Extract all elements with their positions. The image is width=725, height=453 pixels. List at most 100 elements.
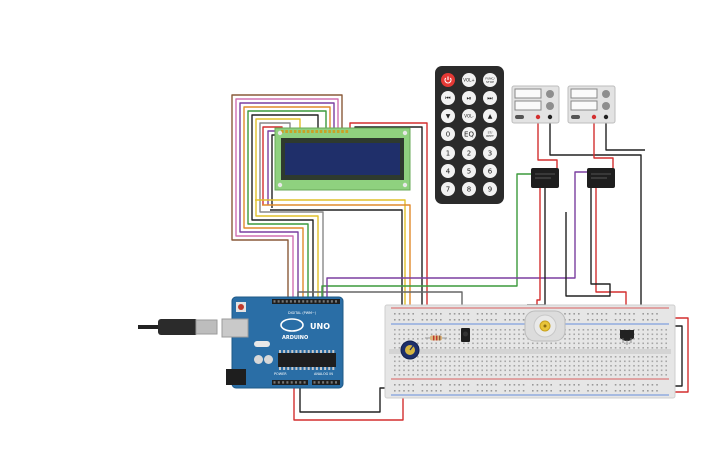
remote-button-cap[interactable] (462, 164, 476, 178)
breadboard-hole (522, 338, 525, 340)
dc-motor[interactable] (524, 310, 566, 342)
breadboard-hole (481, 360, 483, 363)
breadboard-hole (522, 347, 525, 349)
remote-button-func-stop[interactable]: FUNC/STOP (483, 73, 497, 87)
breadboard-hole (458, 365, 460, 367)
remote-button-zero[interactable]: 0 (441, 127, 455, 141)
remote-button-cap[interactable] (483, 182, 497, 196)
remote-button-cap[interactable] (462, 109, 476, 123)
remote-button-cap[interactable] (462, 146, 476, 160)
knob-icon[interactable] (546, 102, 554, 110)
relay-1[interactable] (531, 168, 559, 188)
remote-button-cap[interactable] (483, 109, 497, 123)
wire-purple[interactable] (239, 102, 335, 302)
transistor[interactable] (620, 330, 634, 345)
remote-button-power[interactable] (441, 73, 455, 87)
remote-button-cap[interactable] (483, 146, 497, 160)
wire-gray-lcd[interactable] (259, 122, 324, 302)
remote-button-one[interactable]: 1 (441, 146, 455, 160)
remote-button-eight[interactable]: 8 (462, 182, 476, 196)
breadboard-hole (486, 390, 488, 392)
remote-button-cap[interactable] (462, 91, 476, 105)
remote-button-cap[interactable] (483, 164, 497, 178)
remote-button-cap[interactable] (483, 73, 497, 87)
knob-icon[interactable] (602, 102, 610, 110)
reset-button-icon[interactable] (238, 304, 244, 310)
remote-button-down[interactable]: ▼ (441, 109, 455, 123)
breadboard-hole (624, 384, 626, 386)
power-supply-2[interactable] (567, 85, 616, 124)
remote-button-cap[interactable] (483, 91, 497, 105)
remote-button-seven[interactable]: 7 (441, 182, 455, 196)
remote-button-cap[interactable] (462, 127, 476, 141)
breadboard-hole (647, 365, 649, 367)
breadboard-hole (513, 356, 516, 358)
remote-button-cap[interactable] (483, 127, 497, 141)
chip-pin (303, 367, 306, 370)
resistor[interactable] (425, 335, 447, 341)
wire-green-lcd[interactable] (247, 110, 327, 302)
remote-button-prev[interactable]: ⏮ (441, 91, 455, 105)
remote-button-vol-down[interactable]: VOL- (462, 109, 476, 123)
breadboard[interactable] (384, 304, 676, 399)
breadboard-hole (637, 360, 640, 363)
remote-button-up[interactable]: ▲ (483, 109, 497, 123)
wire-brown[interactable] (231, 94, 343, 302)
wire-black-lcd[interactable] (251, 114, 319, 302)
power-switch-icon[interactable] (571, 115, 580, 119)
remote-button-vol-up[interactable]: VOL+ (462, 73, 476, 87)
wire-black-ps1[interactable] (549, 122, 642, 330)
remote-button-cap[interactable] (441, 91, 455, 105)
wire-black-relay2-out[interactable] (565, 188, 611, 297)
remote-button-three[interactable]: 3 (483, 146, 497, 160)
wire-red-lcd-power[interactable] (349, 122, 428, 330)
arduino-uno[interactable]: ARDUINO UNO DIGITAL (PWM~) POWER ANALOG … (221, 296, 344, 389)
wire-black-ps2[interactable] (605, 122, 645, 151)
wire-red-ps1[interactable] (537, 122, 558, 168)
remote-button-next[interactable]: ⏭ (483, 91, 497, 105)
relay-2[interactable] (587, 168, 615, 188)
wire-red-ps2[interactable] (593, 122, 614, 168)
remote-button-four[interactable]: 4 (441, 164, 455, 178)
remote-button-cap[interactable] (441, 164, 455, 178)
remote-button-cap[interactable] (462, 182, 476, 196)
breadboard-hole (637, 342, 640, 345)
remote-button-st-rept[interactable]: ST/REPT (483, 127, 497, 141)
wire-purple-relay[interactable] (326, 171, 588, 300)
wire-black-pot[interactable] (270, 209, 403, 330)
breadboard-hole (421, 374, 424, 376)
wire-yellow-pot[interactable] (255, 199, 406, 335)
remote-button-two[interactable]: 2 (462, 146, 476, 160)
power-supply-1[interactable] (511, 85, 560, 124)
remote-button-five[interactable]: 5 (462, 164, 476, 178)
remote-button-cap[interactable] (441, 146, 455, 160)
knob-icon[interactable] (602, 90, 610, 98)
wire-red-relay1-out[interactable] (536, 188, 541, 312)
knob-icon[interactable] (546, 90, 554, 98)
breadboard-hole (458, 360, 460, 363)
wire-pink[interactable] (235, 98, 339, 302)
lcd-display[interactable] (274, 127, 411, 191)
usb-cable[interactable] (138, 319, 218, 335)
remote-button-cap[interactable] (441, 127, 455, 141)
potentiometer[interactable] (400, 340, 420, 360)
wire-orange[interactable] (243, 106, 331, 302)
wire-red-5v[interactable] (293, 380, 404, 421)
remote-button-play-pause[interactable]: ⏯ (462, 91, 476, 105)
remote-button-cap[interactable] (441, 182, 455, 196)
remote-button-six[interactable]: 6 (483, 164, 497, 178)
breadboard-hole (660, 347, 663, 349)
remote-button-nine[interactable]: 9 (483, 182, 497, 196)
remote-button-cap[interactable] (462, 73, 476, 87)
breadboard-hole (601, 319, 603, 321)
breadboard-hole (637, 347, 640, 349)
wire-green-relay[interactable] (321, 173, 532, 300)
ir-receiver[interactable] (461, 328, 470, 342)
breadboard-hole (495, 319, 497, 321)
wire-black-relay1-out[interactable] (527, 188, 546, 306)
wire-yellow-lcd[interactable] (255, 118, 319, 302)
power-switch-icon[interactable] (515, 115, 524, 119)
remote-button-eq[interactable]: EQ (462, 127, 476, 141)
remote-button-cap[interactable] (441, 109, 455, 123)
